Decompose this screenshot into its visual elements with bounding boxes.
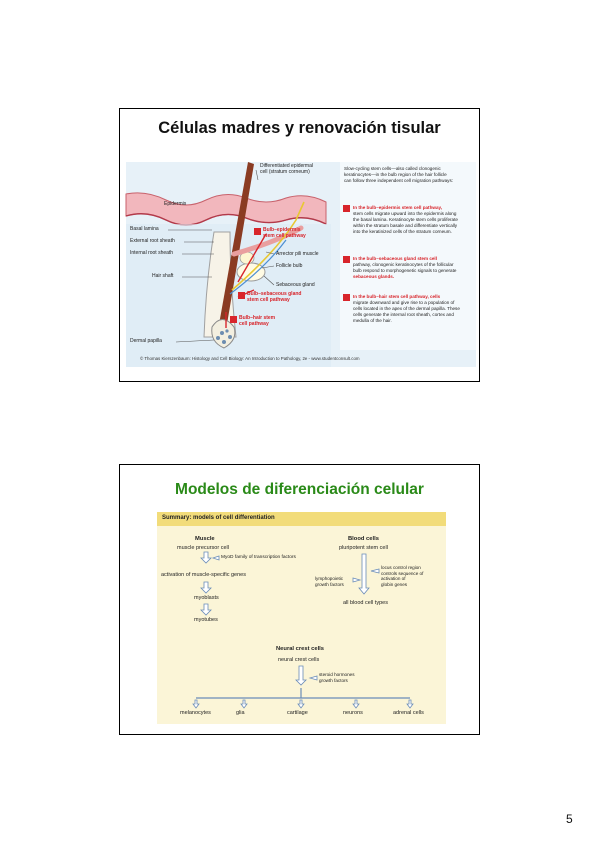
hair-follicle-illustration [125, 162, 476, 367]
output-adrenal-cells: adrenal cells [393, 710, 424, 716]
muscle-step-3: myoblasts [194, 595, 219, 601]
output-melanocytes: melanocytes [180, 710, 211, 716]
muscle-factor: MyoD family of transcription factors [221, 555, 296, 560]
output-cartilage: cartilage [287, 710, 308, 716]
figure-credit: © Thomas Kierszenbaum: Histology and Cel… [140, 356, 360, 361]
label-dermal-papilla: Dermal papilla [130, 338, 162, 344]
output-neurons: neurons [343, 710, 363, 716]
page-number: 5 [566, 812, 573, 826]
differentiation-summary-figure: Summary: models of cell differentiation [157, 512, 446, 724]
blood-factor-right: locus control region controls sequence o… [381, 565, 424, 587]
output-glia: glia [236, 710, 245, 716]
slide-title: Células madres y renovación tisular [158, 119, 441, 137]
blood-step-1: pluripotent stem cell [339, 545, 388, 551]
text-pathway-3: In the bulb–hair stem cell pathway, cell… [353, 294, 460, 323]
neural-factor: steroid hormones growth factors [319, 672, 355, 683]
label-hair-shaft: Hair shaft [152, 273, 174, 279]
label-epidermis: Epidermis [164, 201, 187, 207]
muscle-step-4: myotubes [194, 617, 218, 623]
label-arrector-pili: Arrector pili muscle [276, 251, 319, 257]
label-follicle-bulb: Follicle bulb [276, 263, 303, 269]
slide-differentiation-models: Modelos de diferenciación celular Summar… [119, 464, 480, 735]
label-differentiated: Differentiated epidermal [260, 163, 313, 169]
flow-arrows [192, 551, 414, 709]
text-pathway-1: In the bulb–epidermis stem cell pathway,… [353, 205, 458, 234]
text-intro: Slow-cycling stem cells—also called clon… [344, 166, 454, 183]
text-pathway-2: In the bulb–sebaceous gland stem cell pa… [353, 256, 457, 279]
label-internal-root-sheath: Internal root sheath [130, 250, 174, 256]
neural-heading: Neural crest cells [276, 646, 325, 652]
muscle-step-2: activation of muscle-specific genes [161, 572, 246, 578]
hair-follicle-figure: Differentiated epidermal cell (stratum c… [125, 162, 476, 367]
blood-step-2: all blood cell types [343, 600, 388, 606]
label-external-root-sheath: External root sheath [130, 238, 175, 244]
label-differentiated-2: cell (stratum corneum) [260, 169, 310, 175]
neural-step: neural crest cells [278, 657, 320, 663]
label-sebaceous-gland: Sebaceous gland [276, 282, 315, 288]
blood-factor-left: lymphopoietic growth factors [315, 576, 344, 587]
muscle-step-1: muscle precursor cell [177, 545, 229, 551]
muscle-heading: Muscle [195, 536, 215, 542]
summary-header-band [157, 512, 446, 526]
slide-stem-cells: Células madres y renovación tisular [119, 108, 480, 382]
summary-header: Summary: models of cell differentiation [162, 515, 275, 521]
label-basal-lamina: Basal lamina [130, 226, 159, 232]
blood-heading: Blood cells [348, 536, 379, 542]
slide-title: Modelos de diferenciación celular [175, 481, 424, 498]
